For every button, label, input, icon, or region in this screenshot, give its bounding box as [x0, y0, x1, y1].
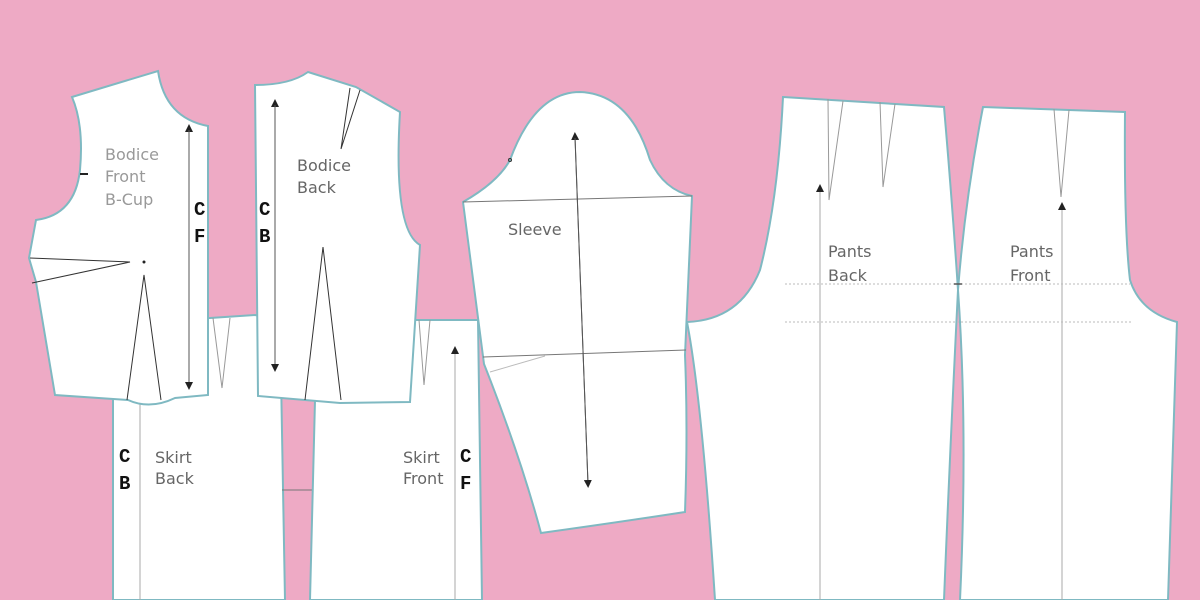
skirt-back-label-1: Skirt [155, 448, 192, 467]
bodice-front-mark-1: C [194, 199, 205, 221]
pants-front-label-1: Pants [1010, 242, 1053, 261]
pants-back-piece: Pants Back [685, 95, 960, 600]
bodice-front-mark-2: F [194, 226, 205, 248]
sleeve-label: Sleeve [508, 220, 562, 239]
skirt-back-mark-2: B [119, 473, 130, 495]
skirt-front-label-2: Front [403, 469, 443, 488]
bodice-back-mark-2: B [259, 226, 270, 248]
pants-back-label-2: Back [828, 266, 868, 285]
skirt-front-mark-1: C [460, 446, 471, 468]
sleeve-piece: Sleeve [461, 90, 694, 535]
bodice-back-piece: Bodice Back C B [253, 70, 422, 405]
bodice-back-mark-1: C [259, 199, 270, 221]
pants-front-piece: Pants Front [956, 105, 1179, 600]
pants-back-label-1: Pants [828, 242, 871, 261]
skirt-back-mark-1: C [119, 446, 130, 468]
bodice-back-label-2: Back [297, 178, 337, 197]
skirt-back-label-2: Back [155, 469, 195, 488]
skirt-front-mark-2: F [460, 473, 471, 495]
bodice-front-label-1: Bodice [105, 145, 159, 164]
skirt-front-label-1: Skirt [403, 448, 440, 467]
bodice-front-label-2: Front [105, 167, 145, 186]
bodice-front-label-3: B-Cup [105, 190, 153, 209]
pants-front-label-2: Front [1010, 266, 1050, 285]
bodice-front-piece: Bodice Front B-Cup C F [27, 69, 209, 406]
bodice-back-label-1: Bodice [297, 156, 351, 175]
